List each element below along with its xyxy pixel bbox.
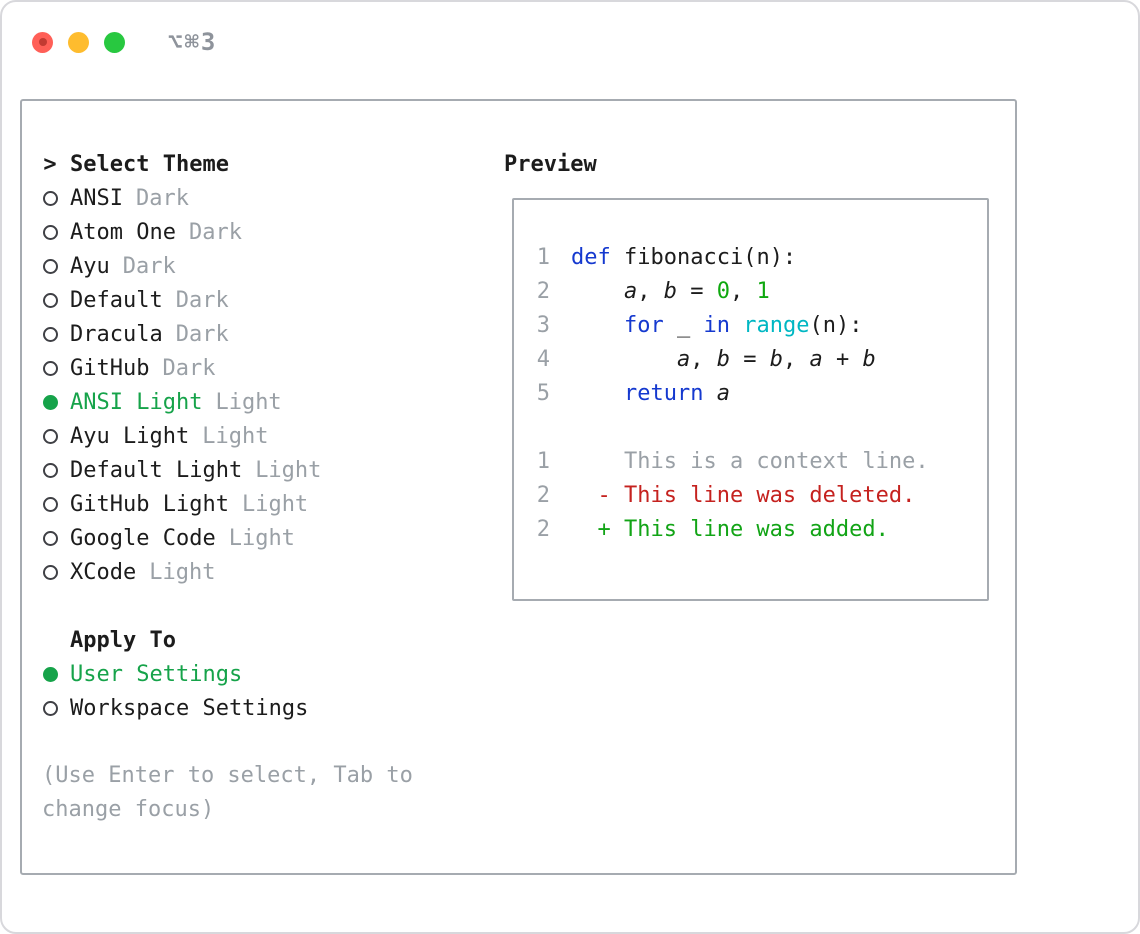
radio-icon <box>42 224 58 240</box>
radio-icon <box>42 360 58 376</box>
keyboard-hint: (Use Enter to select, Tab to change focu… <box>42 763 413 822</box>
code-line: 1 This is a context line. <box>536 444 987 478</box>
theme-variant-tag: Light <box>215 389 282 415</box>
code-text: a, b = 0, 1 <box>623 278 770 304</box>
radio-icon <box>42 496 58 512</box>
option-label: GitHub <box>70 355 150 381</box>
code-line: 1 def fibonacci(n): <box>536 240 987 274</box>
code-line: 2 a, b = 0, 1 <box>536 274 987 308</box>
option-label: Workspace Settings <box>70 695 309 721</box>
theme-variant-tag: Light <box>149 559 216 585</box>
theme-option[interactable]: Google Code Light <box>42 521 504 555</box>
theme-option[interactable]: Default Light Light <box>42 453 504 487</box>
code-text: def fibonacci(n): <box>571 244 797 270</box>
radio-icon <box>42 394 58 410</box>
option-label: Dracula <box>70 321 163 347</box>
line-number: 3 <box>536 312 550 338</box>
line-number: 5 <box>536 380 550 406</box>
radio-icon <box>42 530 58 546</box>
zoom-button[interactable] <box>104 31 125 53</box>
line-number: 2 <box>536 278 550 304</box>
minimize-button[interactable] <box>68 31 89 53</box>
theme-variant-tag: Dark <box>162 355 216 381</box>
radio-icon <box>42 292 58 308</box>
apply-to-title-row: Apply To <box>42 623 504 657</box>
titlebar: ⌥⌘3 <box>32 28 217 56</box>
theme-option[interactable]: GitHub Dark <box>42 351 504 385</box>
option-label: Default Light <box>70 457 243 483</box>
apply-to-title: Apply To <box>70 627 176 653</box>
theme-variant-tag: Light <box>241 491 309 517</box>
radio-icon <box>42 700 58 716</box>
window-shortcut-label: ⌥⌘3 <box>168 28 218 56</box>
theme-variant-tag: Dark <box>122 253 176 279</box>
option-label: Atom One <box>70 219 176 245</box>
theme-variant-tag: Light <box>255 457 322 483</box>
theme-option[interactable]: Dracula Dark <box>42 317 504 351</box>
apply-to-option[interactable]: User Settings <box>42 657 504 691</box>
preview-title-row: Preview <box>504 147 1015 181</box>
radio-icon <box>42 666 58 682</box>
apply-to-option[interactable]: Workspace Settings <box>42 691 504 725</box>
theme-option[interactable]: Ayu Light Light <box>42 419 504 453</box>
option-label: User Settings <box>70 661 243 687</box>
code-line: 2 - This line was deleted. <box>536 478 987 512</box>
code-text: + This line was added. <box>571 516 889 542</box>
prompt-icon: > <box>43 151 57 177</box>
theme-option[interactable]: ANSI Light Light <box>42 385 504 419</box>
radio-icon <box>42 326 58 342</box>
option-label: XCode <box>70 559 137 585</box>
theme-option[interactable]: GitHub Light Light <box>42 487 504 521</box>
option-label: Default <box>70 287 163 313</box>
option-label: Ayu <box>70 253 110 279</box>
theme-variant-tag: Light <box>228 525 295 551</box>
radio-icon <box>42 462 58 478</box>
theme-option[interactable]: Ayu Dark <box>42 249 504 283</box>
radio-icon <box>42 564 58 580</box>
theme-variant-tag: Light <box>202 423 269 449</box>
line-number: 1 <box>536 448 550 474</box>
option-label: Google Code <box>70 525 216 551</box>
code-line: 5 return a <box>536 376 987 410</box>
theme-option[interactable]: Atom One Dark <box>42 215 504 249</box>
radio-icon <box>42 258 58 274</box>
theme-variant-tag: Dark <box>175 287 229 313</box>
option-label: Ayu Light <box>70 423 190 449</box>
line-number: 1 <box>536 244 550 270</box>
theme-option[interactable]: Default Dark <box>42 283 504 317</box>
line-number: 4 <box>536 346 550 372</box>
radio-icon <box>42 190 58 206</box>
select-theme-title-row: > Select Theme <box>42 147 504 181</box>
theme-variant-tag: Dark <box>135 185 189 211</box>
select-theme-title: Select Theme <box>70 151 229 177</box>
option-label: GitHub Light <box>70 491 229 517</box>
code-line: 4 a, b = b, a + b <box>536 342 987 376</box>
option-label: ANSI Light <box>70 389 203 415</box>
option-label: ANSI <box>70 185 123 211</box>
theme-variant-tag: Dark <box>188 219 242 245</box>
preview-title: Preview <box>504 151 597 177</box>
line-number: 2 <box>536 482 550 508</box>
radio-icon <box>42 428 58 444</box>
code-text: return a <box>623 380 730 406</box>
theme-variant-tag: Dark <box>175 321 229 347</box>
code-text: - This line was deleted. <box>571 482 916 508</box>
line-number: 2 <box>536 516 550 542</box>
theme-option[interactable]: ANSI Dark <box>42 181 504 215</box>
code-line <box>536 410 987 444</box>
code-text: a, b = b, a + b <box>676 346 876 372</box>
code-line: 2 + This line was added. <box>536 512 987 546</box>
close-button[interactable] <box>32 31 53 53</box>
code-text: for _ in range(n): <box>623 312 863 338</box>
code-line: 3 for _ in range(n): <box>536 308 987 342</box>
theme-option[interactable]: XCode Light <box>42 555 504 589</box>
code-text: This is a context line. <box>571 448 929 474</box>
